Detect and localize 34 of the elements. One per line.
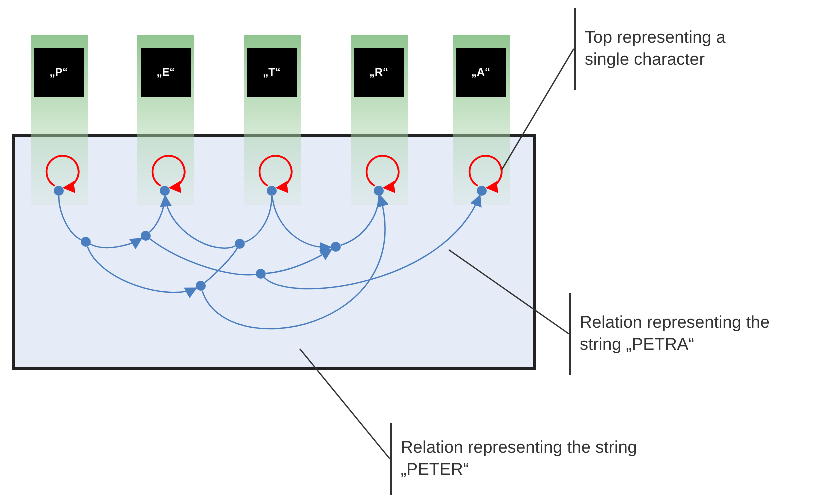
callout-text: Relation representing the string „PETRA“ (569, 293, 809, 375)
character-box: „P“ (34, 48, 84, 97)
leader-line (300, 348, 390, 460)
connector-line (150, 238, 256, 276)
node-dot (235, 239, 245, 249)
arrow (87, 246, 198, 298)
loop-arrow (258, 155, 293, 192)
leader-line (448, 249, 570, 335)
arrow (202, 194, 388, 330)
node-dot (331, 242, 341, 252)
loop-arrow (366, 155, 400, 192)
character-box: „R“ (354, 48, 404, 97)
node-dot (196, 281, 206, 291)
arrow (90, 238, 143, 250)
character-box: „A“ (456, 48, 506, 97)
arrow (272, 196, 332, 254)
character-box: „T“ (247, 48, 297, 97)
arrow (161, 194, 236, 249)
loop-arrow (46, 155, 80, 192)
arrow (264, 194, 481, 290)
connector-line (58, 196, 82, 241)
connector-line (340, 196, 380, 246)
node-dot (81, 237, 91, 247)
loop-arrow (152, 155, 186, 192)
callout-text: Top representing a single character (574, 8, 774, 90)
leader-line (501, 48, 575, 170)
arrow (266, 249, 333, 274)
connector-line (204, 248, 238, 284)
node-dot (141, 231, 151, 241)
connector-line (244, 196, 273, 244)
character-box: „E“ (141, 48, 191, 97)
loop-arrow (468, 155, 503, 192)
callout-text: Relation representing the string „PETER“ (390, 423, 640, 495)
node-dot (256, 269, 266, 279)
